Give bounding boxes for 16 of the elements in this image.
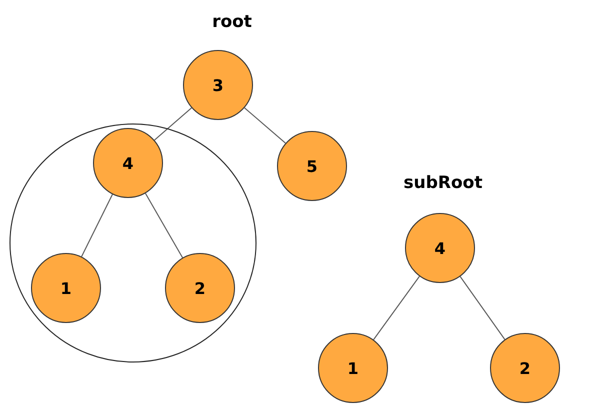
- tree-node-circle: 3: [183, 50, 253, 120]
- tree-node-circle: 1: [318, 333, 388, 403]
- tree-node-circle: 1: [31, 253, 101, 323]
- tree-node-circle: 2: [490, 333, 560, 403]
- tree-name-label: subRoot: [404, 173, 482, 193]
- tree-edge: [244, 107, 286, 144]
- tree-edge: [81, 194, 113, 258]
- tree-node-circle: 2: [165, 253, 235, 323]
- tree-edge: [460, 276, 506, 340]
- tree-edge: [154, 107, 192, 141]
- tree-node-circle: 4: [405, 213, 475, 283]
- tree-node-circle: 4: [93, 128, 163, 198]
- tree-node-circle: 5: [277, 131, 347, 201]
- tree-name-label: root: [212, 12, 252, 32]
- tree-edge: [144, 192, 184, 258]
- tree-edge: [373, 276, 420, 340]
